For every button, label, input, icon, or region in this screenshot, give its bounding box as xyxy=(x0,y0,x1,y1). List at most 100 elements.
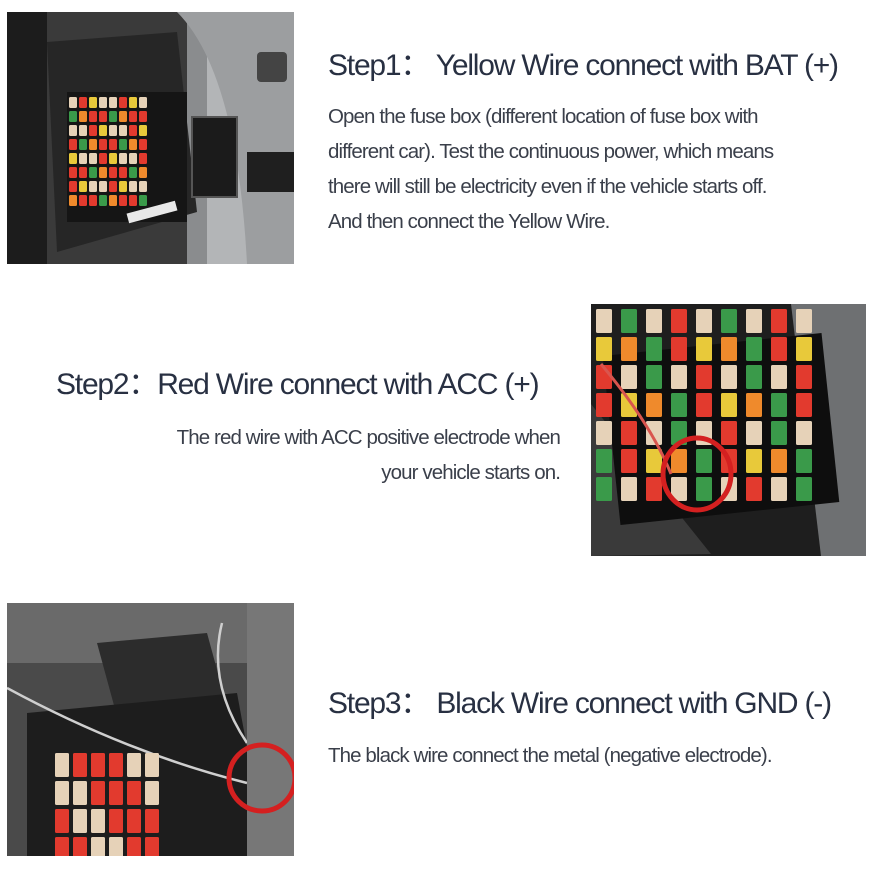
fuse-shape xyxy=(139,195,147,206)
fuse-shape xyxy=(129,181,137,192)
fuse-shape xyxy=(109,167,117,178)
step1-desc-line: Open the fuse box (different location of… xyxy=(328,105,759,128)
fuse-shape xyxy=(89,195,97,206)
fuse-shape xyxy=(99,111,107,122)
fuse-shape xyxy=(771,421,787,445)
fuse-shape xyxy=(796,337,812,361)
fuse-shape xyxy=(109,125,117,136)
fuse-shape xyxy=(771,365,787,389)
fuse-shape xyxy=(646,477,662,501)
fuse-shape xyxy=(746,393,762,417)
fuse-shape xyxy=(89,125,97,136)
fuse-shape xyxy=(69,111,77,122)
fuse-shape xyxy=(139,167,147,178)
fuse-shape xyxy=(145,753,159,777)
fuse-box-photo-step1 xyxy=(7,12,294,264)
fuse-shape xyxy=(596,337,612,361)
fuse-shape xyxy=(91,753,105,777)
fuse-shape xyxy=(746,365,762,389)
fuse-shape xyxy=(646,421,662,445)
step1-description: Open the fuse box (different location of… xyxy=(328,99,868,239)
fuse-shape xyxy=(109,153,117,164)
fuse-shape xyxy=(79,125,87,136)
fuse-shape xyxy=(119,97,127,108)
fuse-shape xyxy=(55,837,69,856)
fuse-shape xyxy=(139,125,147,136)
fuse-box-photo-step2 xyxy=(591,304,866,556)
fuse-shape xyxy=(721,337,737,361)
fuse-shape xyxy=(721,421,737,445)
fuse-shape xyxy=(79,111,87,122)
fuse-shape xyxy=(119,111,127,122)
fuse-shape xyxy=(73,753,87,777)
fuse-shape xyxy=(596,421,612,445)
fuse-shape xyxy=(109,809,123,833)
fuse-shape xyxy=(746,477,762,501)
ground-photo-step3 xyxy=(7,603,294,856)
fuse-shape xyxy=(89,111,97,122)
fuse-shape xyxy=(119,181,127,192)
fuse-shape xyxy=(55,781,69,805)
fuse-shape xyxy=(109,181,117,192)
highlight-circle-icon xyxy=(226,742,294,814)
fuse-shape xyxy=(696,477,712,501)
fuse-shape xyxy=(696,337,712,361)
fuse-shape xyxy=(119,195,127,206)
fuse-shape xyxy=(91,809,105,833)
step3-desc-line: The black wire connect the metal (negati… xyxy=(328,744,773,767)
fuse-shape xyxy=(721,365,737,389)
fuse-shape xyxy=(129,111,137,122)
fuse-shape xyxy=(79,139,87,150)
fuse-shape xyxy=(127,781,141,805)
fuse-shape xyxy=(129,97,137,108)
fuse-shape xyxy=(127,809,141,833)
fuse-shape xyxy=(99,167,107,178)
step2-desc-line: your vehicle starts on. xyxy=(381,461,561,484)
fuse-shape xyxy=(671,477,687,501)
fuse-shape xyxy=(69,139,77,150)
fuse-shape xyxy=(109,111,117,122)
fuse-shape xyxy=(796,365,812,389)
fuse-shape xyxy=(696,393,712,417)
fuse-shape xyxy=(671,449,687,473)
step1-desc-line: And then connect the Yellow Wire. xyxy=(328,210,610,233)
fuse-shape xyxy=(671,393,687,417)
fuse-shape xyxy=(145,781,159,805)
fuse-shape xyxy=(646,337,662,361)
fuse-shape xyxy=(671,365,687,389)
fuse-shape xyxy=(771,449,787,473)
step3-description: The black wire connect the metal (negati… xyxy=(328,738,873,773)
fuse-shape xyxy=(79,181,87,192)
fuse-shape xyxy=(69,97,77,108)
fuse-shape xyxy=(796,421,812,445)
fuse-shape xyxy=(721,309,737,333)
fuse-shape xyxy=(129,195,137,206)
fuse-shape xyxy=(796,309,812,333)
fuse-shape xyxy=(596,393,612,417)
fuse-shape xyxy=(69,153,77,164)
fuse-shape xyxy=(99,97,107,108)
fuse-shape xyxy=(119,139,127,150)
fuse-shape xyxy=(145,809,159,833)
fuse-shape xyxy=(89,139,97,150)
fuse-shape xyxy=(119,167,127,178)
fuse-shape xyxy=(119,153,127,164)
fuse-shape xyxy=(646,393,662,417)
step2-description: The red wire with ACC positive electrode… xyxy=(100,420,561,490)
fuse-shape xyxy=(55,753,69,777)
fuse-shape xyxy=(646,365,662,389)
fuse-shape xyxy=(69,195,77,206)
fuse-shape xyxy=(89,153,97,164)
fuse-shape xyxy=(145,837,159,856)
fuse-shape xyxy=(129,139,137,150)
fuse-shape xyxy=(129,153,137,164)
fuse-shape xyxy=(119,125,127,136)
fuse-shape xyxy=(55,809,69,833)
fuse-shape xyxy=(109,139,117,150)
fuse-shape xyxy=(746,449,762,473)
fuse-shape xyxy=(89,97,97,108)
fuse-shape xyxy=(99,153,107,164)
fuse-shape xyxy=(746,421,762,445)
fuse-shape xyxy=(127,753,141,777)
highlight-circle-icon xyxy=(660,435,734,513)
